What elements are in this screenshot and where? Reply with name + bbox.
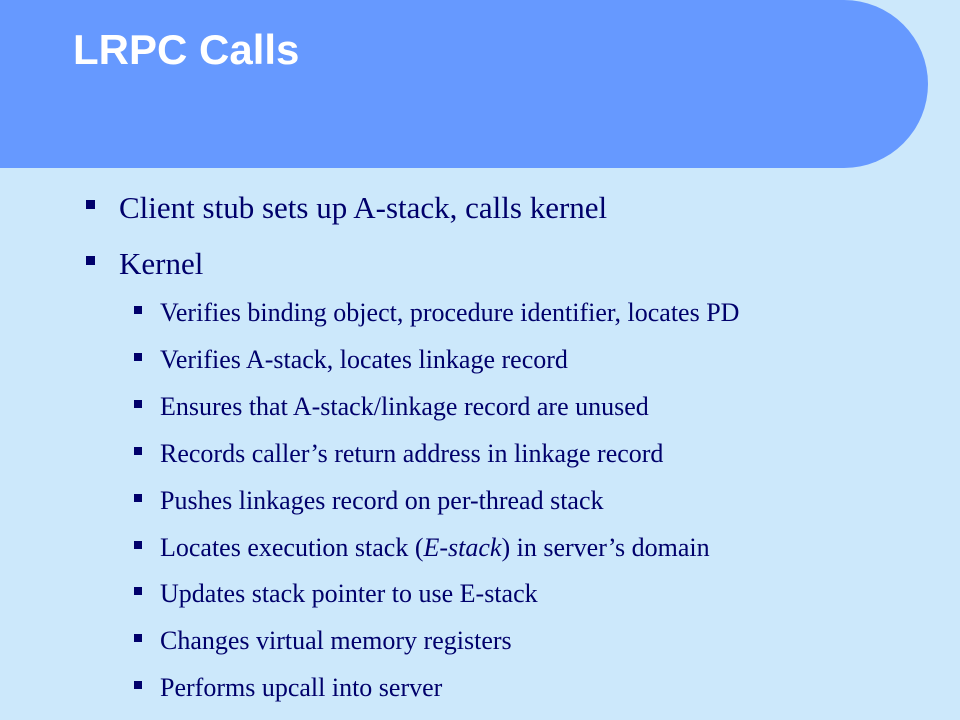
bullet-text: Verifies A-stack, locates linkage record [160, 345, 568, 374]
list-item: Performs upcall into server [134, 673, 442, 703]
list-item: Updates stack pointer to use E-stack [134, 579, 538, 609]
list-item: Records caller’s return address in linka… [134, 439, 663, 469]
square-bullet-icon [134, 681, 142, 690]
bullet-text: Performs upcall into server [160, 673, 443, 702]
bullet-text-before: Locates execution stack ( [160, 533, 424, 562]
list-item: Ensures that A-stack/linkage record are … [134, 392, 649, 422]
square-bullet-icon [134, 353, 142, 362]
title-band: LRPC Calls [0, 0, 928, 168]
bullet-text: Pushes linkages record on per-thread sta… [160, 486, 604, 515]
list-item: Client stub sets up A-stack, calls kerne… [86, 190, 607, 226]
list-item: Verifies binding object, procedure ident… [134, 298, 739, 328]
list-item: Kernel [86, 246, 203, 282]
square-bullet-icon [86, 256, 95, 266]
bullet-text: Changes virtual memory registers [160, 626, 512, 655]
square-bullet-icon [86, 200, 95, 210]
bullet-text: Client stub sets up A-stack, calls kerne… [119, 190, 608, 225]
bullet-text: Records caller’s return address in linka… [160, 439, 664, 468]
square-bullet-icon [134, 634, 142, 643]
square-bullet-icon [134, 400, 142, 409]
bullet-text: Verifies binding object, procedure ident… [160, 298, 740, 327]
list-item: Verifies A-stack, locates linkage record [134, 345, 568, 375]
slide-title: LRPC Calls [73, 26, 300, 73]
bullet-text: Ensures that A-stack/linkage record are … [160, 392, 649, 421]
e-stack-term: E-stack [423, 533, 502, 562]
bullet-text-after: ) in server’s domain [501, 533, 710, 562]
square-bullet-icon [134, 447, 142, 456]
list-item: Locates execution stack (E-stack) in ser… [134, 533, 710, 563]
square-bullet-icon [134, 587, 142, 596]
list-item: Changes virtual memory registers [134, 626, 512, 656]
bullet-text: Updates stack pointer to use E-stack [160, 579, 538, 608]
bullet-text: Kernel [119, 246, 204, 281]
square-bullet-icon [134, 306, 142, 315]
list-item: Pushes linkages record on per-thread sta… [134, 486, 604, 516]
square-bullet-icon [134, 494, 142, 503]
square-bullet-icon [134, 541, 142, 550]
